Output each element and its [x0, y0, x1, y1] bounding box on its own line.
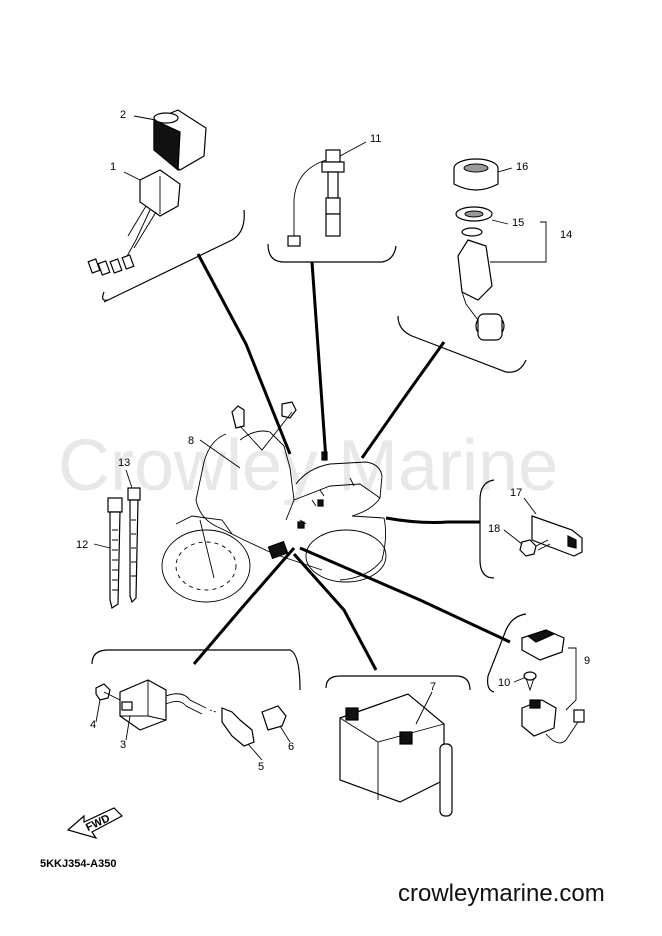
callout-13: 13	[118, 457, 130, 469]
group-bracket	[479, 479, 583, 579]
part-17-bracket[interactable]	[531, 515, 583, 557]
part-15-seal[interactable]	[455, 206, 493, 237]
callout-4: 4	[90, 719, 96, 731]
group-fuel-sender	[397, 158, 527, 373]
callout-18: 18	[488, 523, 500, 535]
part-1-relay[interactable]	[87, 169, 181, 276]
callout-6: 6	[288, 741, 294, 753]
callout-16: 16	[516, 161, 528, 173]
callout-12: 12	[76, 539, 88, 551]
group-regulator	[487, 613, 585, 744]
callout-14: 14	[560, 229, 572, 241]
callouts: 1 2 3 4 5 6 7 8 9 10 11 12 13 14 15 16 1	[76, 109, 590, 773]
watermark: Crowley Marine	[58, 426, 558, 506]
callout-5: 5	[258, 761, 264, 773]
part-16-gasket[interactable]	[453, 158, 499, 191]
site-link[interactable]: crowleymarine.com	[398, 880, 605, 907]
part-7-battery[interactable]	[339, 693, 453, 817]
part-9-regulator[interactable]	[521, 629, 585, 744]
part-13-cable-tie[interactable]	[127, 487, 141, 604]
group-relay	[87, 109, 245, 303]
callout-1: 1	[110, 161, 116, 173]
group-sensor	[267, 149, 397, 263]
callout-10: 10	[498, 677, 510, 689]
callout-17: 17	[510, 487, 522, 499]
part-4-bolt[interactable]	[95, 683, 121, 701]
callout-3: 3	[120, 739, 126, 751]
part-11-sensor[interactable]	[287, 149, 345, 247]
scooter-outline	[161, 401, 387, 603]
part-6-cap[interactable]	[261, 705, 287, 731]
group-cable-ties	[107, 487, 141, 609]
leader-lines	[192, 253, 511, 671]
direction-label: FWD	[84, 812, 112, 833]
group-ignition-coil	[91, 649, 301, 747]
document-id: 5KKJ354-A350	[40, 858, 117, 870]
part-2-relay[interactable]	[153, 109, 207, 172]
callout-2: 2	[120, 109, 126, 121]
part-10-screw[interactable]	[523, 671, 537, 692]
part-14-fuel-sender-unit[interactable]	[457, 239, 505, 341]
callout-8: 8	[188, 435, 194, 447]
forward-direction-arrow: FWD	[66, 807, 123, 840]
callout-9: 9	[584, 655, 590, 667]
group-battery	[325, 675, 471, 817]
part-18-nut[interactable]	[519, 539, 551, 557]
part-5-spark-plug-cap[interactable]	[221, 707, 255, 747]
part-12-cable-tie[interactable]	[107, 497, 123, 609]
part-3-ignition-coil[interactable]	[119, 679, 217, 731]
callout-15: 15	[512, 217, 524, 229]
callout-7: 7	[430, 681, 436, 693]
callout-11: 11	[370, 133, 381, 145]
